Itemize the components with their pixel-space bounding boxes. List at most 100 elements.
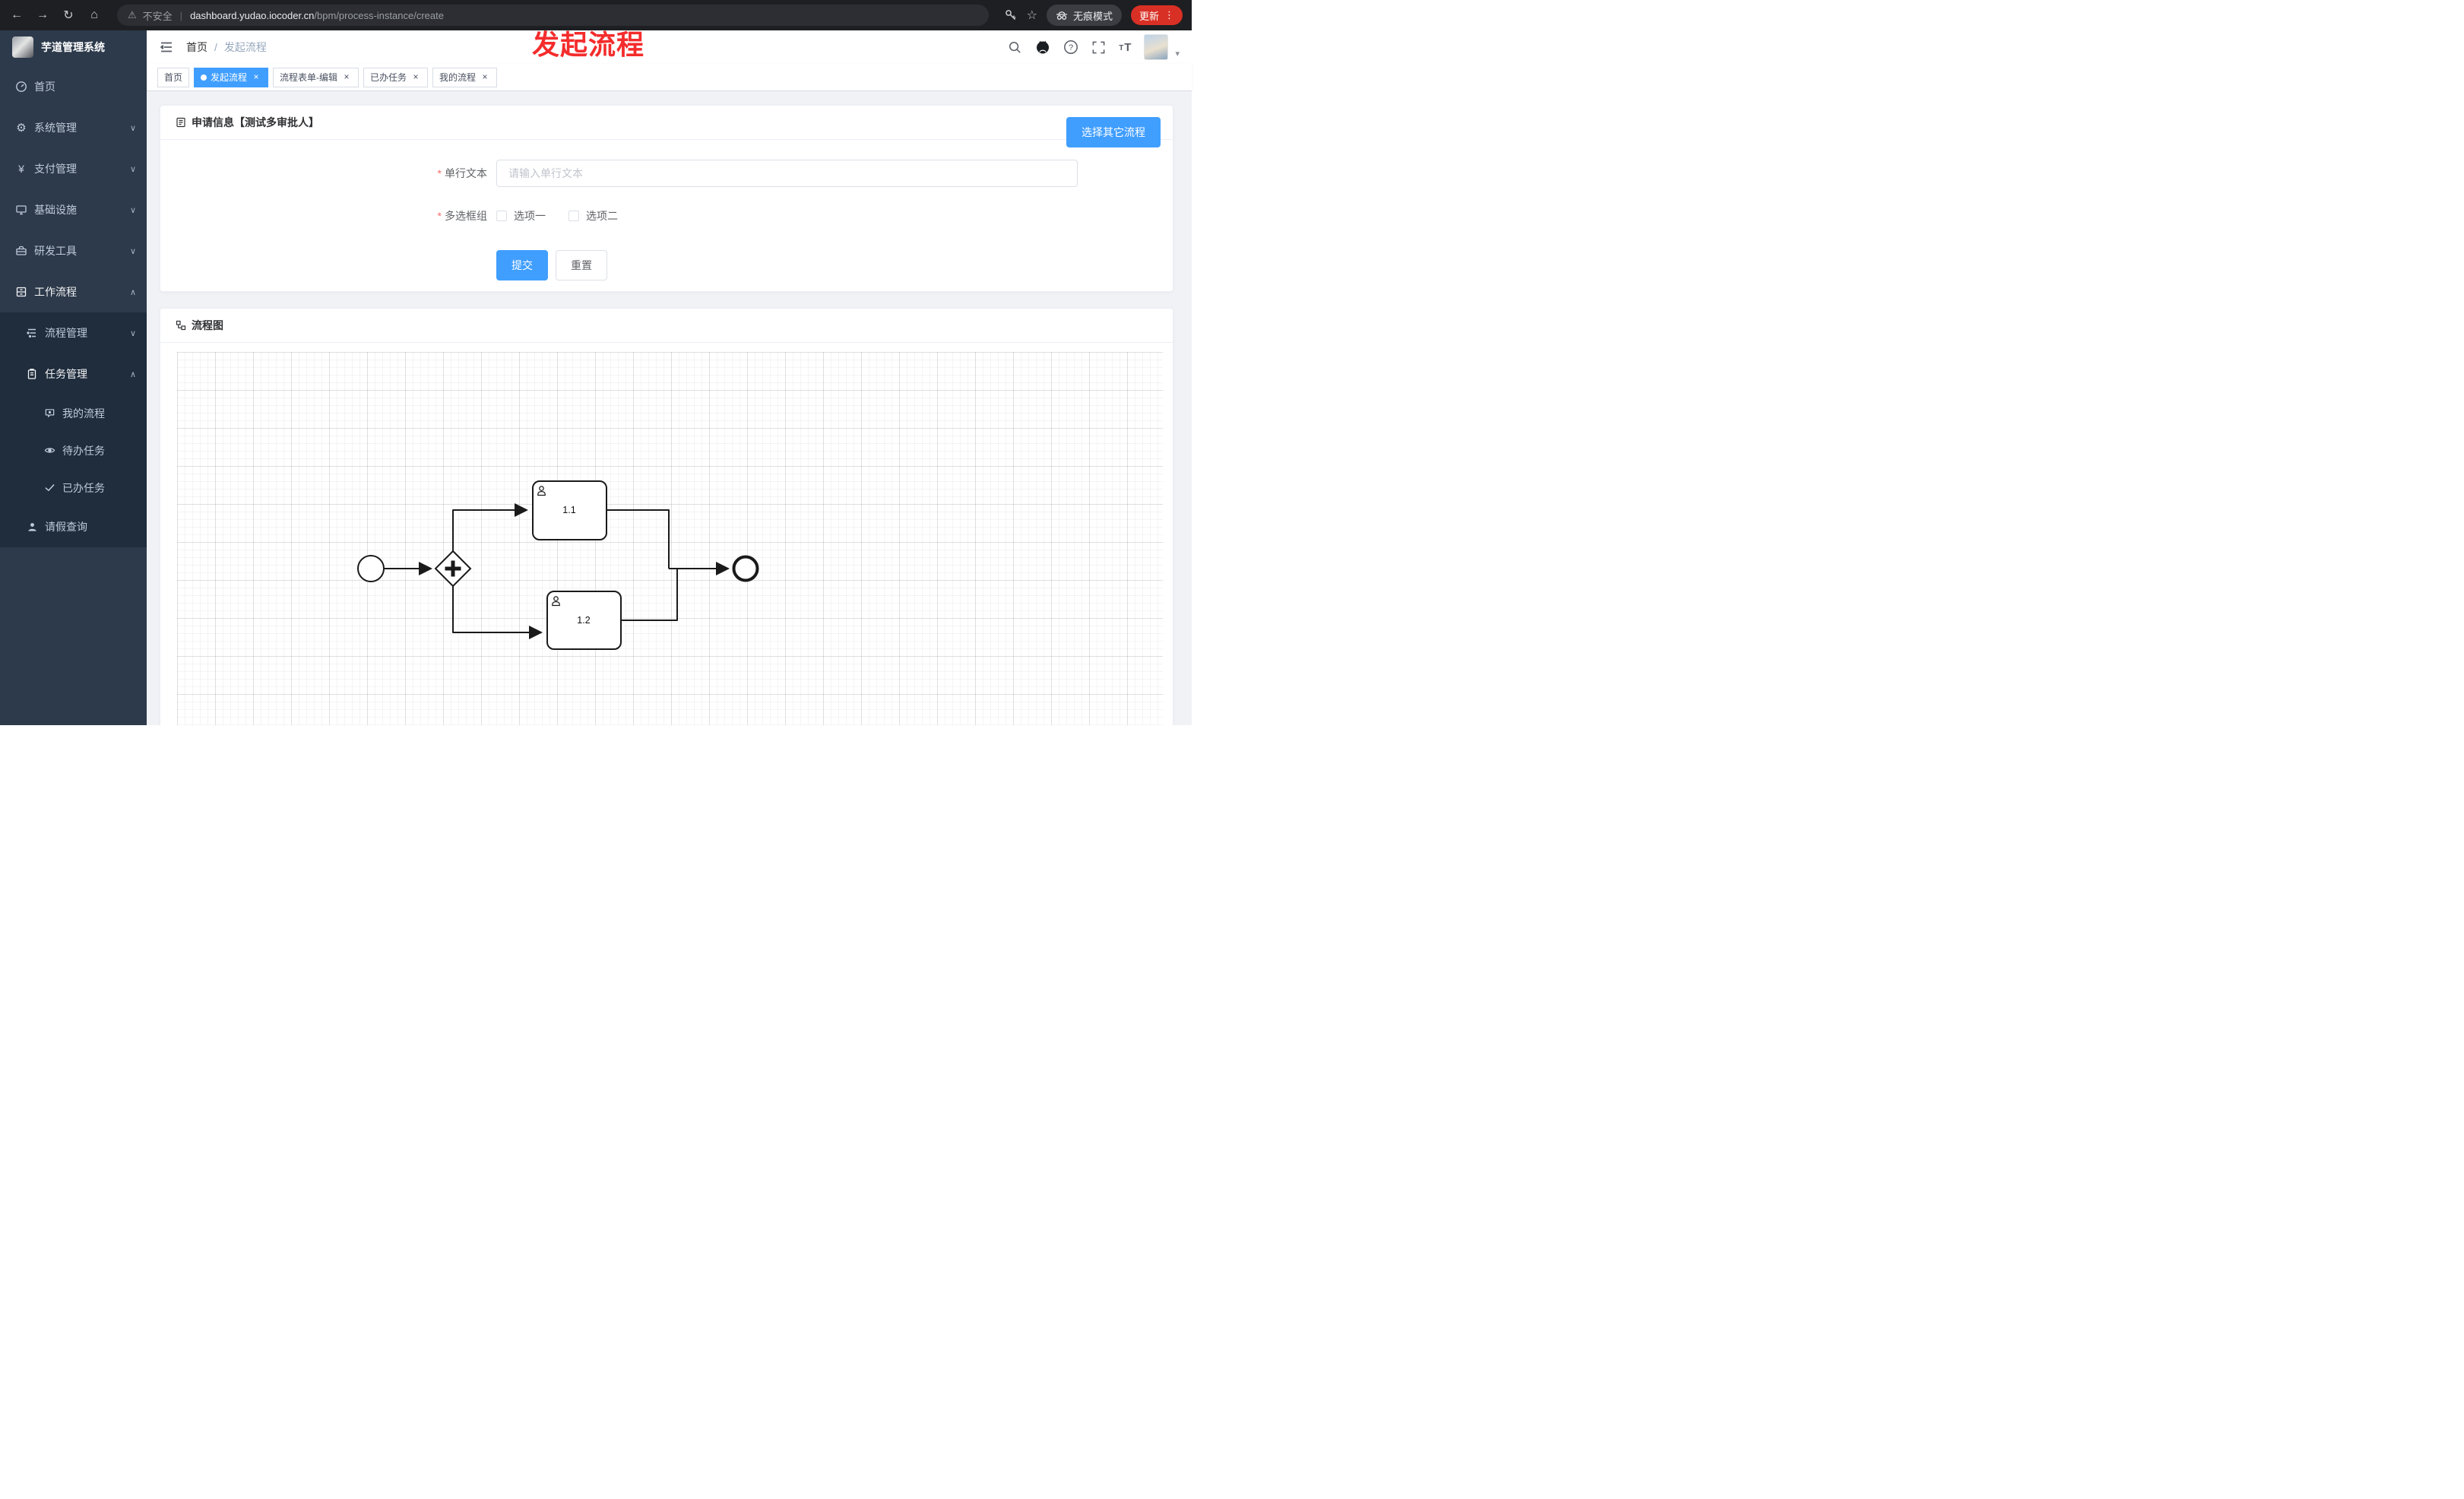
- key-icon[interactable]: [1004, 8, 1018, 22]
- tab-done-tasks[interactable]: 已办任务 ×: [363, 67, 429, 87]
- user-task-icon: [552, 596, 560, 607]
- security-warning-icon[interactable]: ⚠: [128, 9, 137, 21]
- bookmark-star-icon[interactable]: ☆: [1026, 9, 1037, 22]
- sidebar: 芋道管理系统 首页 ⚙ 系统管理 ∨ ¥ 支付管理 ∨: [0, 30, 147, 725]
- sidebar-item-system-management[interactable]: ⚙ 系统管理 ∨: [0, 107, 147, 148]
- flow-task1-out: [606, 509, 670, 569]
- sidebar-item-label: 我的流程: [62, 407, 105, 420]
- app-header: 首页 / 发起流程: [147, 30, 1192, 64]
- checkbox-icon[interactable]: [568, 211, 579, 221]
- sidebar-item-label: 研发工具: [34, 245, 77, 257]
- sidebar-item-todo-tasks[interactable]: 待办任务: [0, 432, 147, 469]
- sidebar-item-label: 首页: [34, 81, 55, 93]
- sidebar-item-infrastructure[interactable]: 基础设施 ∨: [0, 189, 147, 230]
- sidebar-item-payment-management[interactable]: ¥ 支付管理 ∨: [0, 148, 147, 189]
- logo-image: [12, 36, 33, 58]
- browser-back-icon[interactable]: ←: [11, 8, 23, 21]
- browser-forward-icon[interactable]: →: [36, 8, 49, 21]
- task1-label: 1.1: [562, 505, 575, 515]
- avatar-caret-down-icon[interactable]: ▾: [1175, 49, 1180, 59]
- browser-chrome: ← → ↻ ⌂ ⚠ 不安全 | dashboard.yudao.iocoder.…: [0, 0, 1192, 30]
- tab-label: 流程表单-编辑: [280, 72, 338, 83]
- sidebar-item-done-tasks[interactable]: 已办任务: [0, 469, 147, 506]
- reset-button[interactable]: 重置: [556, 250, 607, 280]
- bpmn-canvas[interactable]: 1.1 1.2: [177, 352, 1163, 725]
- tree-list-icon: [26, 327, 38, 339]
- bpmn-end-event[interactable]: [732, 555, 759, 582]
- close-icon[interactable]: ×: [482, 71, 488, 82]
- flow-gateway-to-task1: [452, 503, 528, 551]
- sidebar-item-workflow[interactable]: 工作流程 ∧: [0, 271, 147, 312]
- checkbox-option-label: 选项一: [514, 210, 546, 222]
- tab-label: 发起流程: [211, 72, 248, 83]
- breadcrumb-current: 发起流程: [223, 41, 267, 53]
- url-path: /bpm/process-instance/create: [314, 9, 444, 21]
- flow-task2-out: [621, 569, 678, 621]
- tab-form-edit[interactable]: 流程表单-编辑 ×: [273, 67, 359, 87]
- checkbox-option-1[interactable]: 选项一: [496, 208, 546, 223]
- sidebar-item-label: 请假查询: [45, 521, 87, 533]
- sidebar-item-label: 任务管理: [45, 368, 87, 380]
- browser-home-icon[interactable]: ⌂: [90, 8, 98, 21]
- process-diagram-title: 流程图: [192, 319, 223, 331]
- app-logo[interactable]: 芋道管理系统: [0, 30, 147, 64]
- flowchart-icon: [176, 320, 186, 331]
- sidebar-item-dev-tools[interactable]: 研发工具 ∨: [0, 230, 147, 271]
- flow-gateway-to-task2: [452, 586, 543, 639]
- bpmn-user-task-2[interactable]: 1.2: [546, 591, 622, 650]
- browser-refresh-icon[interactable]: ↻: [63, 9, 74, 22]
- close-icon[interactable]: ×: [253, 71, 259, 82]
- chevron-up-icon: ∧: [129, 369, 136, 379]
- bpmn-start-event[interactable]: [357, 555, 385, 582]
- sidebar-item-home[interactable]: 首页: [0, 66, 147, 107]
- tab-label: 已办任务: [370, 72, 407, 83]
- tab-label: 首页: [164, 72, 183, 83]
- sidebar-item-label: 已办任务: [62, 481, 105, 494]
- close-icon[interactable]: ×: [344, 71, 350, 82]
- incognito-label: 无痕模式: [1072, 10, 1113, 22]
- close-icon[interactable]: ×: [413, 71, 419, 82]
- tab-create-process[interactable]: 发起流程 ×: [194, 67, 269, 87]
- browser-menu-icon[interactable]: ⋮: [1164, 9, 1174, 21]
- user-avatar[interactable]: [1144, 34, 1169, 60]
- incognito-badge: 无痕模式: [1046, 5, 1122, 26]
- bpmn-user-task-1[interactable]: 1.1: [532, 480, 607, 540]
- tab-my-process[interactable]: 我的流程 ×: [432, 67, 498, 87]
- breadcrumb-home[interactable]: 首页: [186, 41, 207, 53]
- checkbox-option-2[interactable]: 选项二: [568, 208, 618, 223]
- chevron-down-icon: ∨: [129, 328, 136, 338]
- yen-icon: ¥: [18, 163, 24, 175]
- fullscreen-icon[interactable]: [1091, 40, 1106, 55]
- task2-label: 1.2: [577, 615, 590, 626]
- workflow-icon: [15, 286, 27, 298]
- sidebar-item-label: 基础设施: [34, 204, 77, 216]
- sidebar-collapse-icon[interactable]: [159, 40, 174, 55]
- checkbox-icon[interactable]: [496, 211, 507, 221]
- clipboard-icon: [26, 368, 38, 380]
- select-other-process-button[interactable]: 选择其它流程: [1066, 117, 1161, 147]
- incognito-icon: [1056, 10, 1068, 21]
- person-icon: [26, 521, 38, 533]
- search-icon[interactable]: [1008, 40, 1022, 55]
- github-icon[interactable]: [1035, 40, 1050, 55]
- required-mark: *: [437, 167, 442, 179]
- sidebar-item-leave-query[interactable]: 请假查询: [0, 506, 147, 547]
- bpmn-parallel-gateway[interactable]: [434, 550, 472, 588]
- tab-home[interactable]: 首页: [157, 67, 190, 87]
- chevron-down-icon: ∨: [129, 123, 136, 133]
- sidebar-item-task-management[interactable]: 任务管理 ∧: [0, 353, 147, 395]
- page-content: 申请信息【测试多审批人】 选择其它流程 *单行文本 *多选框组 选项一: [147, 91, 1192, 725]
- check-icon: [43, 482, 55, 494]
- address-bar[interactable]: ⚠ 不安全 | dashboard.yudao.iocoder.cn/bpm/p…: [117, 5, 989, 26]
- sidebar-item-my-process[interactable]: 我的流程: [0, 395, 147, 432]
- monitor-icon: [15, 204, 27, 216]
- breadcrumb: 首页 / 发起流程: [186, 40, 267, 55]
- single-line-text-input[interactable]: [496, 160, 1078, 187]
- submit-button[interactable]: 提交: [496, 250, 548, 280]
- help-icon[interactable]: ?: [1063, 40, 1078, 55]
- browser-update-button[interactable]: 更新 ⋮: [1130, 5, 1183, 25]
- sidebar-item-process-management[interactable]: 流程管理 ∨: [0, 312, 147, 353]
- browser-actions: ☆ 无痕模式 更新 ⋮: [1004, 5, 1183, 26]
